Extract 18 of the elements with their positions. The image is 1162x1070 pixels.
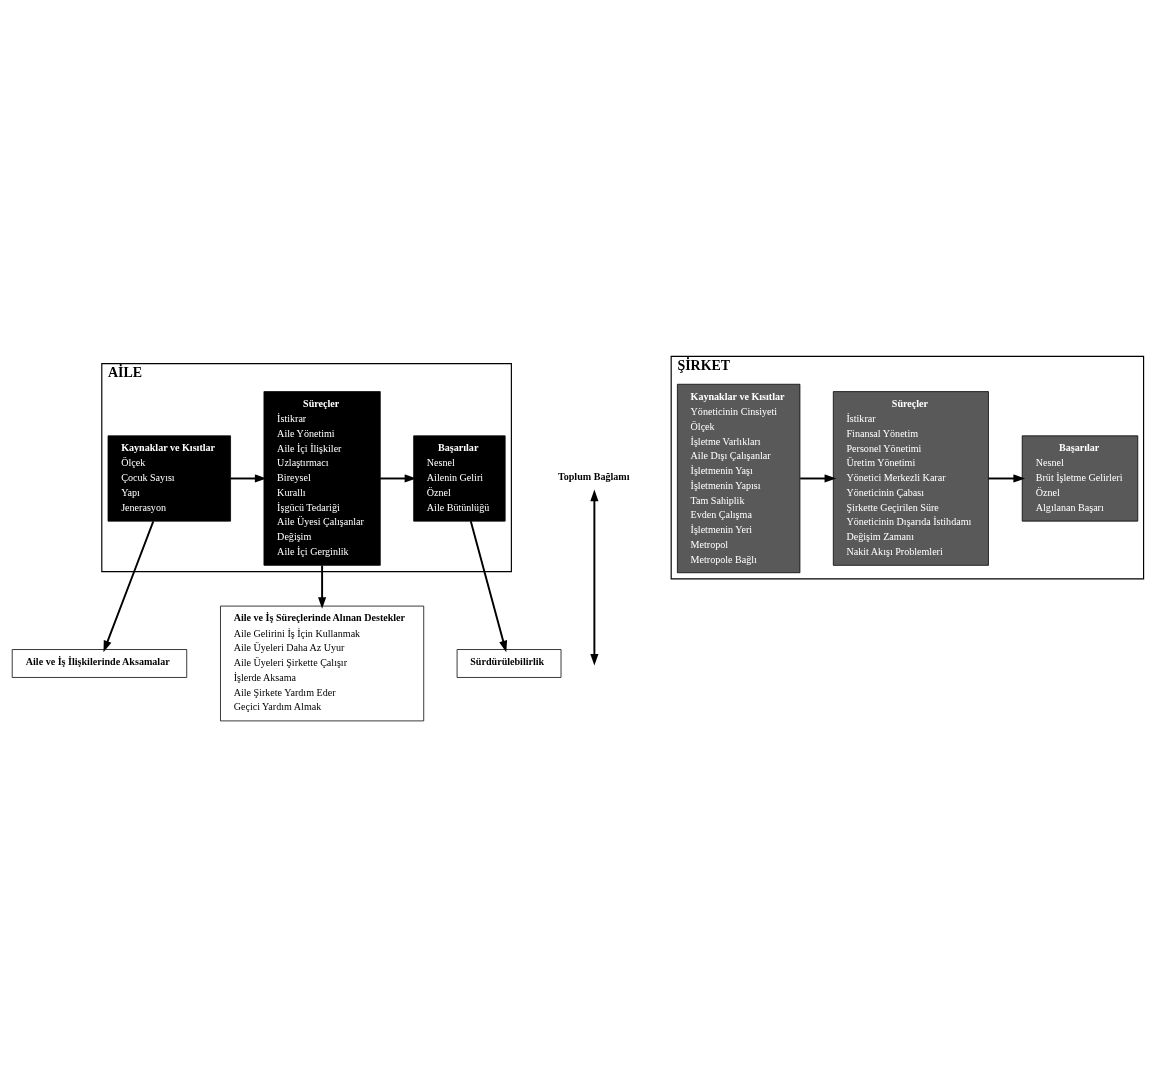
- arrow: [590, 489, 599, 666]
- arrow: [469, 519, 508, 652]
- node-box: Süreçler İstikrar Aile Yönetimi Aile İçi İlişkiler Uzlaştırmacı Bireysel Kurallı İşgücü Tedariği Aile Üyesi Çalışanlar Değişim Aile İçi Gerginlik: [263, 390, 381, 566]
- arrow: [318, 564, 327, 609]
- node-box: Sürdürülebilirlik: [456, 648, 562, 678]
- arrow: [799, 473, 837, 483]
- arrow: [229, 473, 267, 483]
- node-box: Başarılar Nesnel Ailenin Geliri Öznel Aile Bütünlüğü: [413, 434, 506, 522]
- node-text: Toplum Bağlamı: [557, 470, 630, 482]
- node-box: Aile ve İş Süreçlerinde Alınan Destekler Aile Gelirini İş İçin Kullanmak Aile Üyeleri Daha Az Uyur Aile Üyeleri Şirkette Çalışır İşlerde Aksama Aile Şirkete Yardım Eder Geçici Yardım Almak: [220, 605, 425, 721]
- arrow: [987, 473, 1026, 483]
- node-box: Aile ve İş İlişkilerinde Aksamalar: [11, 648, 188, 678]
- node-box: Kaynaklar ve Kısıtlar Yöneticinin Cinsiyeti Ölçek İşletme Varlıkları Aile Dışı Çalışanlar İşletmenin Yaşı İşletmenin Yapısı Tam Sahiplik Evden Çalışma İşletmenin Yeri Metropol Metropole Bağlı: [677, 383, 801, 573]
- node-box: Süreçler İstikrar Finansal Yönetim Personel Yönetimi Üretim Yönetimi Yönetici Merkezli Karar Yöneticinin Çabası Şirkette Geçirilen Süre Yöneticinin Dışarıda İstihdamı Değişim Zamanı Nakit Akışı Problemleri: [832, 390, 989, 566]
- arrow: [379, 473, 417, 483]
- arrow: [103, 519, 155, 652]
- node-box: Başarılar Nesnel Brüt İşletme Gelirleri Öznel Algılanan Başarı: [1021, 434, 1139, 522]
- node-box: Kaynaklar ve Kısıtlar Ölçek Çocuk Sayısı Yapı Jenerasyon: [107, 434, 231, 522]
